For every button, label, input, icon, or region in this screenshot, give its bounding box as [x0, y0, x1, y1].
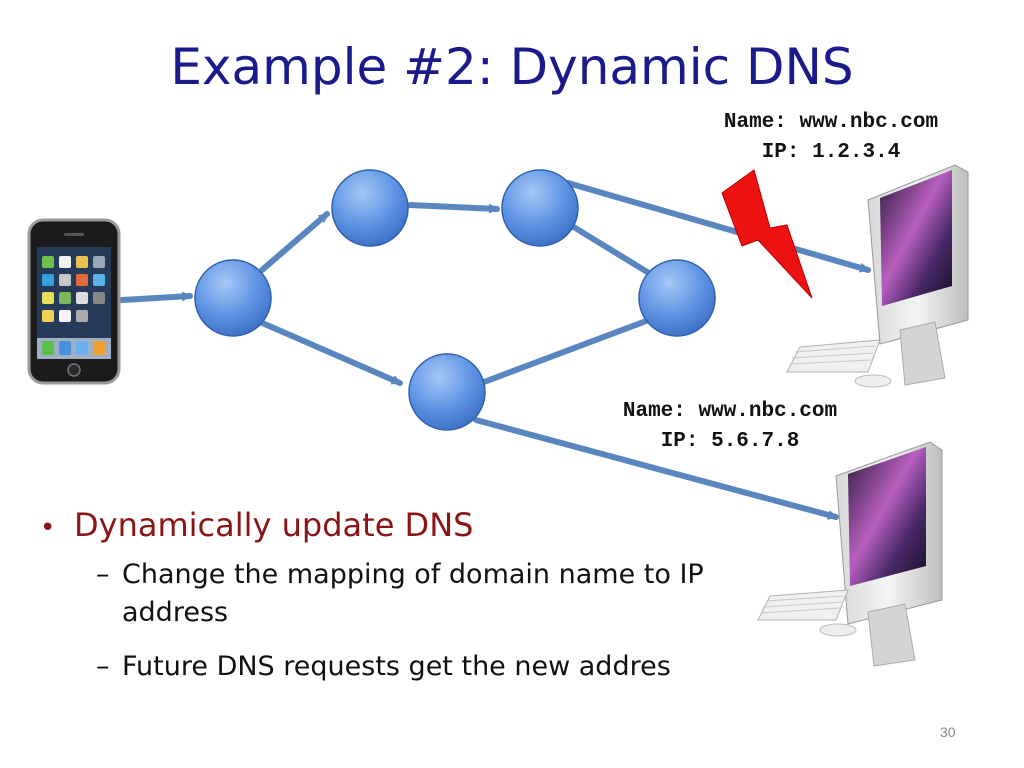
link-node3-to-node4 [569, 223, 660, 281]
router-node-5 [408, 353, 486, 431]
bullet-dot-icon: • [40, 513, 56, 543]
desktop-computer-icon [786, 164, 969, 388]
server1-name: Name: www.nbc.com [723, 111, 939, 134]
server2-name: Name: www.nbc.com [622, 400, 838, 423]
server1-label: Name: www.nbc.com IP: 1.2.3.4 [676, 108, 986, 168]
bullet-dash-icon: – [96, 559, 110, 590]
desktop-computer-icon [757, 441, 943, 667]
slide-title: Example #2: Dynamic DNS [170, 38, 854, 96]
slide-number: 30 [940, 724, 956, 740]
arrow-node3-to-server1 [565, 180, 871, 273]
bullet-sub-text: Future DNS requests get the new addres [122, 651, 671, 682]
link-node5-to-node4 [481, 315, 657, 385]
arrow-node2-to-node3 [407, 202, 500, 214]
server2-ip: IP: 5.6.7.8 [660, 430, 800, 453]
lightning-bolt-icon [721, 169, 813, 299]
bullet-sub-text: Change the mapping of domain name to IP … [122, 559, 704, 628]
bullet-sub-1: – Change the mapping of domain name to I… [96, 556, 762, 632]
bullet-main: • Dynamically update DNS [40, 506, 762, 544]
bullet-sub-2: – Future DNS requests get the new addres [96, 648, 762, 686]
smartphone-icon [27, 218, 121, 385]
bullet-dash-icon: – [96, 651, 110, 682]
bullet-list: • Dynamically update DNS – Change the ma… [40, 506, 762, 686]
arrow-phone-to-node1 [119, 291, 193, 303]
bullet-main-text: Dynamically update DNS [74, 506, 474, 544]
router-node-3 [501, 169, 579, 247]
server1-ip: IP: 1.2.3.4 [761, 141, 901, 164]
arrow-node1-to-node2 [259, 211, 330, 273]
arrow-node1-to-node5 [257, 319, 403, 386]
arrow-node5-to-server2 [473, 417, 839, 520]
server2-label: Name: www.nbc.com IP: 5.6.7.8 [575, 397, 885, 457]
router-node-2 [331, 169, 409, 247]
router-node-1 [194, 259, 272, 337]
router-node-4 [638, 259, 716, 337]
